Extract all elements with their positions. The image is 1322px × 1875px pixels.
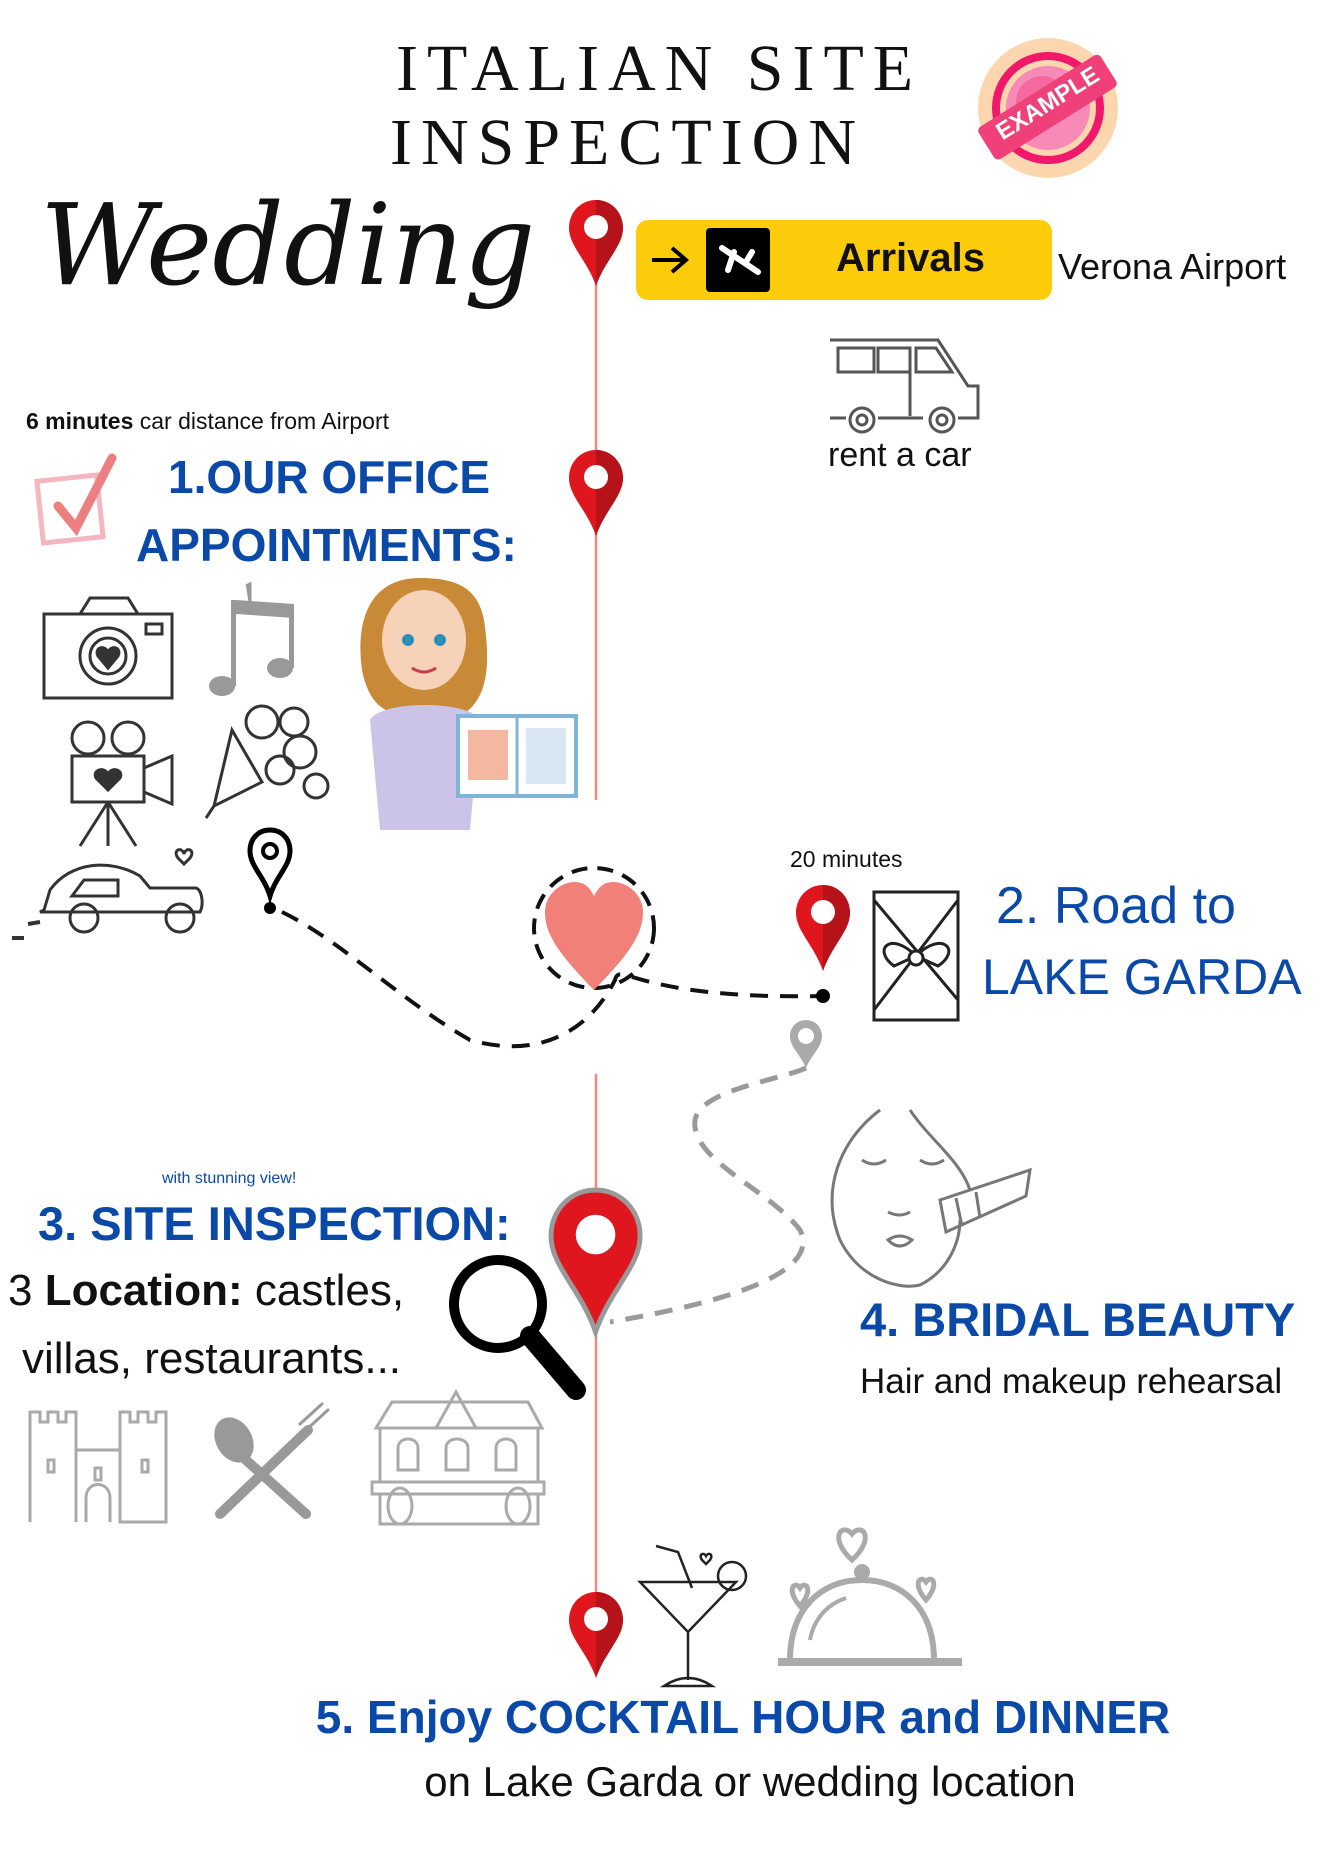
map-pin-icon [796, 885, 850, 971]
wedding-script-word: Wedding [40, 181, 536, 311]
cloche-icon [778, 1527, 962, 1666]
title-line-2: INSPECTION [390, 106, 866, 179]
gift-box-icon [872, 890, 960, 1022]
step2-title-line-1: 2. Road to [996, 877, 1236, 935]
step1-distance-bold: 6 minutes [26, 408, 134, 434]
airport-name: Verona Airport [1058, 246, 1287, 287]
wedding-car-icon [12, 848, 204, 940]
magnifier-icon [449, 1255, 586, 1400]
route-endpoint [816, 989, 830, 1003]
castle-icon [28, 1410, 168, 1524]
step4-subtitle: Hair and makeup rehearsal [860, 1362, 1283, 1401]
step3-locations-line-1: 3 Location: castles, [8, 1266, 404, 1316]
map-pin-icon [569, 450, 623, 536]
dashed-circle [532, 866, 656, 990]
arrivals-label: Arrivals [836, 236, 985, 280]
rent-car-caption: rent a car [828, 436, 972, 474]
grey-pin-icon [790, 1020, 822, 1068]
map-pin-icon [569, 200, 623, 286]
plane-landing-icon [719, 245, 761, 275]
step3-locations-line-2: villas, restaurants... [22, 1334, 402, 1383]
van-icon [830, 338, 980, 434]
map-pin-icon [548, 1187, 643, 1340]
grey-route-path [609, 1065, 808, 1325]
bouquet-icon [204, 704, 330, 819]
music-notes-icon [209, 581, 294, 696]
movie-camera-icon [70, 720, 174, 847]
route-dashed-path [281, 910, 824, 1049]
step2-duration: 20 minutes [790, 846, 903, 872]
step1-distance: 6 minutes car distance from Airport [26, 408, 389, 435]
step3-title: 3. SITE INSPECTION: [38, 1197, 511, 1250]
arrow-right-icon [652, 246, 690, 274]
cutlery-icon [214, 1402, 330, 1519]
step3-location-rest: castles, [242, 1266, 405, 1315]
bridal-face-icon [830, 1108, 1032, 1288]
checkbox-checked-icon [34, 453, 117, 546]
step5-title: 5. Enjoy COCKTAIL HOUR and DINNER [315, 1691, 1171, 1743]
step3-note: with stunning view! [162, 1170, 297, 1187]
title-line-1: ITALIAN SITE [396, 32, 923, 105]
step3-count: 3 [8, 1266, 45, 1315]
step4-title: 4. BRIDAL BEAUTY [860, 1293, 1296, 1346]
step1-title-line-1: 1.OUR OFFICE [168, 451, 491, 503]
map-pin-icon [569, 1592, 623, 1678]
step2-title-line-2: LAKE GARDA [982, 949, 1302, 1005]
example-stamp [978, 38, 1118, 178]
step3-location-bold: Location: [44, 1266, 243, 1315]
camera-icon [42, 596, 174, 700]
step5-subtitle: on Lake Garda or wedding location [424, 1758, 1076, 1805]
step1-title-line-2: APPOINTMENTS: [136, 519, 517, 571]
villa-icon [370, 1388, 546, 1526]
black-pin-icon [247, 827, 293, 914]
planner-girl-illustration [360, 578, 578, 830]
cocktail-icon [637, 1544, 748, 1688]
heart-icon [545, 882, 643, 990]
step1-distance-rest: car distance from Airport [133, 408, 390, 434]
